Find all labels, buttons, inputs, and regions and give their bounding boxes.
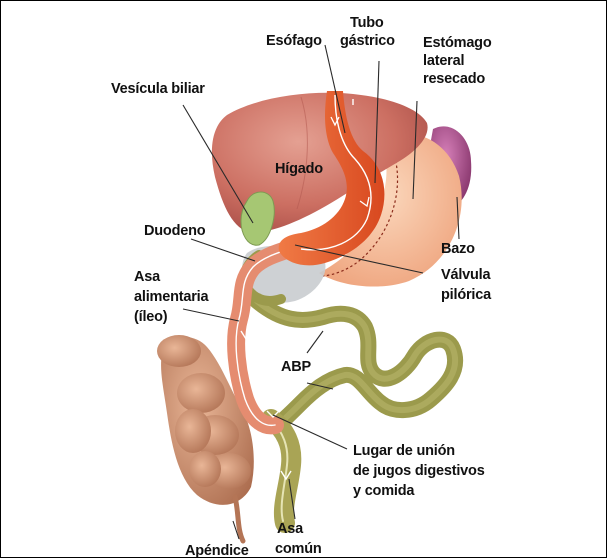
- label-estomago-2: lateral: [423, 53, 464, 69]
- label-duodeno: Duodeno: [144, 223, 206, 239]
- label-estomago-1: Estómago: [423, 35, 492, 51]
- label-lugar-union-1: Lugar de unión: [353, 443, 455, 459]
- label-valvula-2: pilórica: [441, 287, 492, 303]
- label-bazo: Bazo: [441, 241, 475, 257]
- label-tubo-gastrico-2: gástrico: [340, 33, 395, 49]
- label-asa-comun-1: Asa: [277, 521, 304, 537]
- appendix: [235, 497, 243, 541]
- label-higado: Hígado: [275, 161, 323, 177]
- label-esofago: Esófago: [266, 33, 322, 49]
- label-asa-comun-2: común: [275, 541, 322, 557]
- label-asa-alimentaria-2: alimentaria: [134, 289, 209, 305]
- label-valvula-1: Válvula: [441, 267, 492, 283]
- label-tubo-gastrico-1: Tubo: [350, 15, 384, 31]
- label-apendice: Apéndice: [185, 543, 249, 558]
- label-asa-alimentaria-3: (íleo): [134, 309, 168, 325]
- label-estomago-3: resecado: [423, 71, 485, 87]
- label-lugar-union-2: de jugos digestivos: [353, 463, 485, 479]
- label-abp: ABP: [281, 359, 312, 375]
- label-vesicula: Vesícula biliar: [111, 81, 205, 97]
- label-lugar-union-3: y comida: [353, 483, 415, 499]
- label-asa-alimentaria-1: Asa: [134, 269, 161, 285]
